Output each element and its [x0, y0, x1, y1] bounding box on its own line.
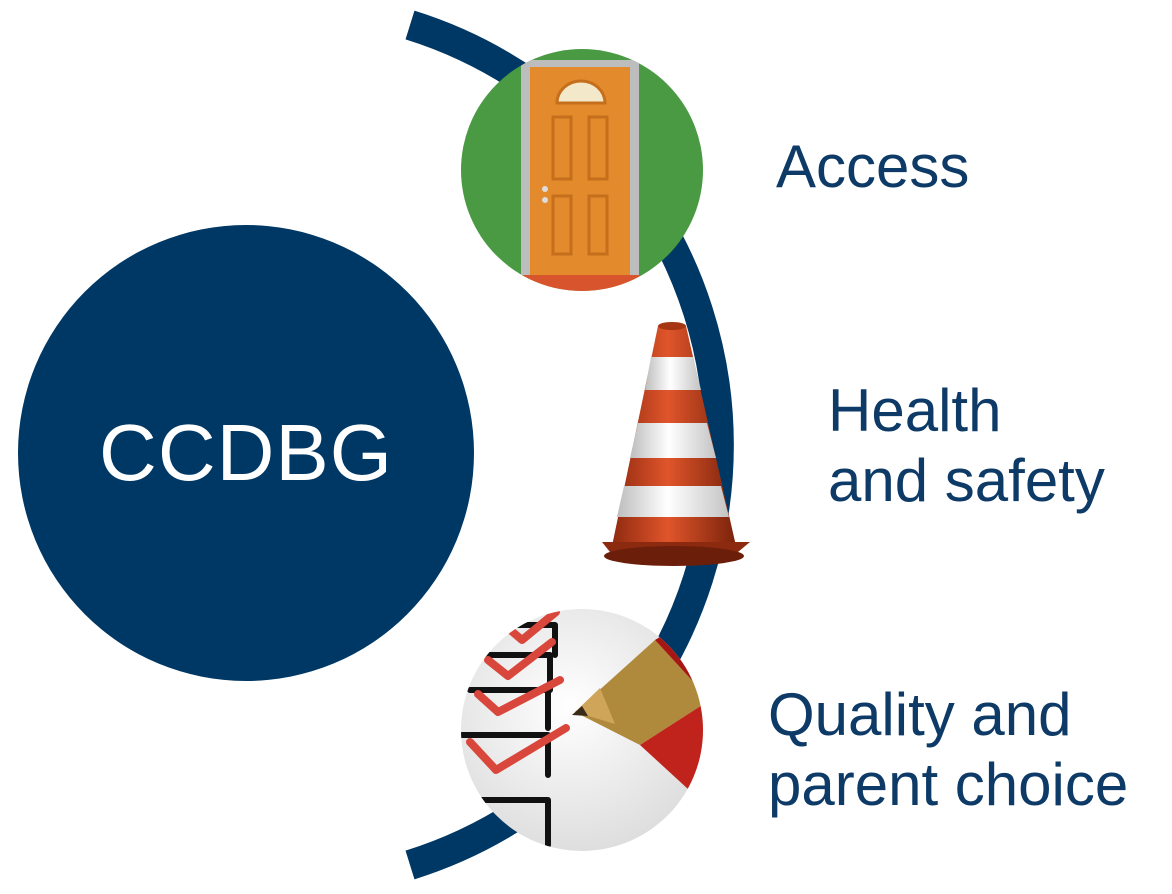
access-label: Access: [776, 132, 969, 202]
quality-choice-label-line-2: parent choice: [768, 751, 1129, 818]
center-circle: [18, 225, 474, 681]
access-label-line: Access: [776, 133, 970, 200]
health-safety-label: Health and safety: [828, 376, 1105, 516]
traffic-cone-icon: [602, 322, 750, 566]
checklist-pencil-icon: [461, 609, 703, 851]
health-safety-label-line-1: Health: [828, 377, 1002, 444]
health-safety-label-line-2: and safety: [828, 447, 1105, 514]
quality-choice-label-line-1: Quality and: [768, 681, 1072, 748]
quality-choice-label: Quality and parent choice: [768, 680, 1128, 820]
center-label: CCDBG: [99, 408, 393, 497]
